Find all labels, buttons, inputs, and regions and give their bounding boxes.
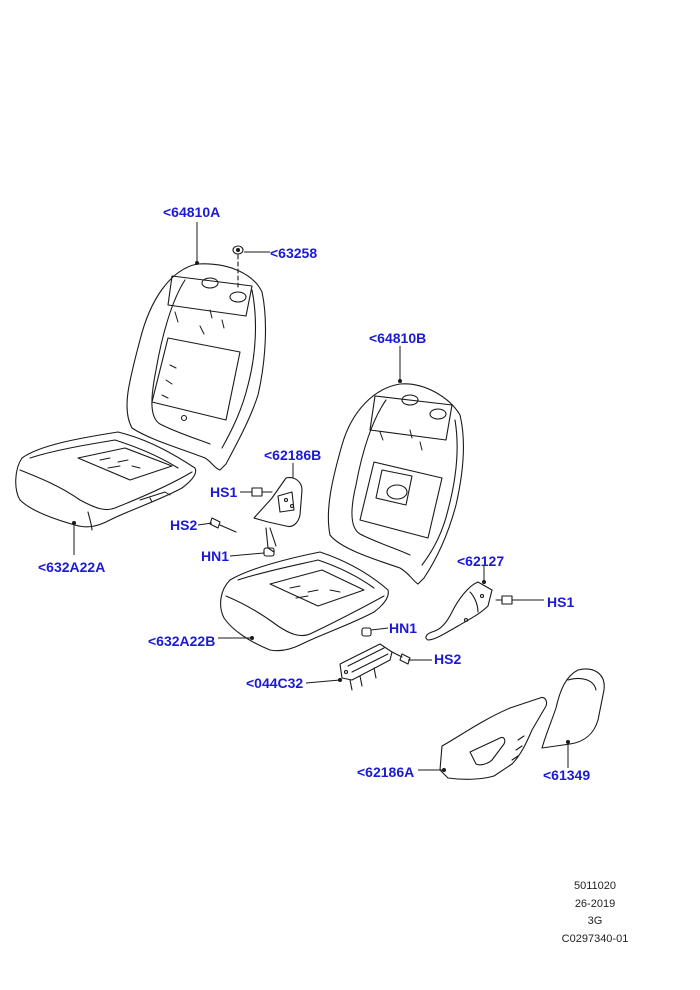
harness-part (426, 582, 492, 640)
footer-line-2: 26-2019 (574, 898, 616, 910)
callout-harness[interactable]: <62127 (457, 553, 505, 569)
callout-cushion-b[interactable]: <632A22B (148, 633, 216, 649)
cover-part (542, 669, 604, 748)
callout-backrest-a[interactable]: <64810A (163, 204, 221, 220)
callout-cushion-a[interactable]: <632A22A (38, 559, 106, 575)
leader-dots (72, 261, 570, 772)
leader-lines (73, 222, 569, 771)
cushion-a-part (16, 432, 196, 530)
fastener-hn1-left-part (264, 548, 274, 556)
callout-motor[interactable]: <044C32 (246, 675, 304, 691)
clip-part (233, 246, 243, 290)
fastener-hs2-right-part (392, 652, 410, 664)
fastener-hs1-left-part (252, 488, 272, 496)
footer-line-4: C0297340-01 (561, 933, 629, 945)
callout-hs1-right[interactable]: HS1 (547, 594, 575, 610)
callout-hs2-right[interactable]: HS2 (434, 651, 462, 667)
fastener-hs2-left-part (210, 518, 236, 532)
trim-a-part (440, 697, 547, 779)
callout-hn1-right[interactable]: HN1 (389, 620, 418, 636)
motor-part (340, 644, 392, 690)
backrest-a-part (127, 264, 266, 470)
callout-hs1-left[interactable]: HS1 (210, 484, 238, 500)
footer-line-3: 3G (587, 915, 603, 927)
callout-hs2-left[interactable]: HS2 (170, 517, 198, 533)
backrest-b-part (328, 384, 463, 584)
fastener-hn1-right-part (362, 628, 371, 636)
fastener-hs1-right-part (496, 596, 512, 604)
callout-hn1-left[interactable]: HN1 (201, 548, 230, 564)
callout-cover[interactable]: <61349 (543, 767, 591, 783)
callout-trim-a[interactable]: <62186A (357, 764, 415, 780)
bracket-b-part (254, 478, 302, 552)
cushion-b-part (221, 552, 389, 651)
callout-clip[interactable]: <63258 (270, 245, 318, 261)
callout-backrest-b[interactable]: <64810B (369, 330, 427, 346)
callout-bracket-b[interactable]: <62186B (264, 447, 322, 463)
footer-line-1: 5011020 (573, 880, 616, 892)
